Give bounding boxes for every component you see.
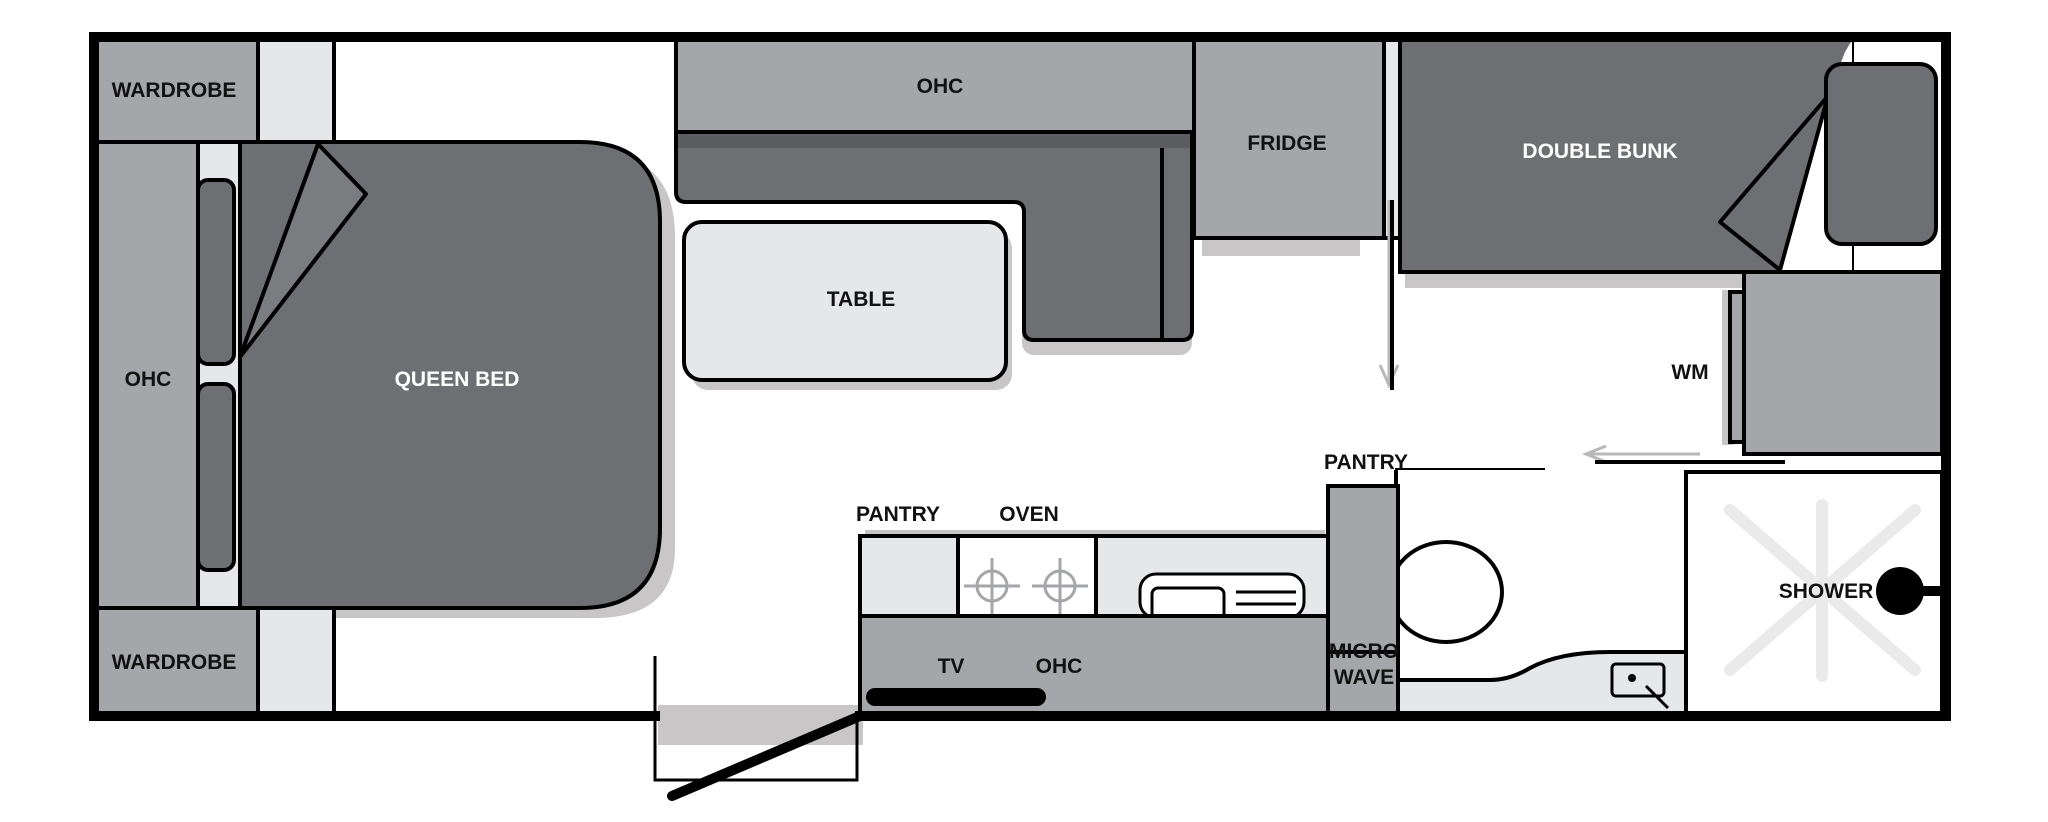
label-tv: TV <box>938 655 965 678</box>
label-ohc-top: OHC <box>917 75 964 98</box>
label-ohc-bottom: OHC <box>1036 655 1083 678</box>
dinette-backrest-shade <box>678 134 1190 148</box>
label-table: TABLE <box>827 288 895 311</box>
label-fridge: FRIDGE <box>1247 132 1326 155</box>
shower-x-icon <box>1724 499 1921 682</box>
pantry-left <box>858 534 960 618</box>
bedside-cabinet-upper <box>196 178 236 366</box>
wardrobe-top-strip <box>256 38 336 144</box>
label-wm: WM <box>1671 361 1708 384</box>
queen-bed-fold <box>238 142 368 359</box>
tv-unit <box>866 688 1046 706</box>
label-shower: SHOWER <box>1779 580 1874 603</box>
bedside-cabinet-lower <box>196 382 236 572</box>
wardrobe-bottom-strip <box>256 606 336 715</box>
wardrobe-bottom <box>94 606 260 715</box>
door-swing-arrow-icon <box>1378 200 1400 389</box>
label-wardrobe-bottom: WARDROBE <box>112 651 237 674</box>
label-queen-bed: QUEEN BED <box>395 368 520 391</box>
dinette-seat <box>674 130 1194 342</box>
toilet <box>1388 540 1504 644</box>
outer-walls <box>89 32 1951 721</box>
entry-door-leaf <box>667 711 865 801</box>
label-ohc-left: OHC <box>125 368 172 391</box>
label-oven: OVEN <box>999 503 1059 526</box>
label-double-bunk: DOUBLE BUNK <box>1522 140 1677 163</box>
label-pantry-right: PANTRY <box>1324 451 1408 474</box>
burner-crosshair-icon <box>964 558 1088 614</box>
fridge <box>1192 38 1386 240</box>
label-micro-line2: WAVE <box>1334 666 1394 689</box>
entry-step <box>653 656 859 782</box>
label-wardrobe-top: WARDROBE <box>112 79 237 102</box>
pantry-right <box>1326 484 1400 716</box>
shower-head-icon <box>1876 567 1946 615</box>
sink-icon <box>1610 662 1670 710</box>
queen-bed <box>238 140 662 610</box>
cooktop <box>956 534 1098 618</box>
kitchen-sink-icon <box>1138 572 1306 622</box>
sliding-door-arrow-icon <box>1581 444 1700 464</box>
bunk-fold <box>1718 94 1830 272</box>
washing-machine <box>1742 270 1944 456</box>
label-micro-line1: MICRO <box>1329 640 1399 663</box>
label-pantry-left: PANTRY <box>856 503 940 526</box>
dining-table <box>682 220 1008 382</box>
washing-machine-door <box>1728 290 1746 444</box>
bunk-pillow <box>1824 62 1938 246</box>
